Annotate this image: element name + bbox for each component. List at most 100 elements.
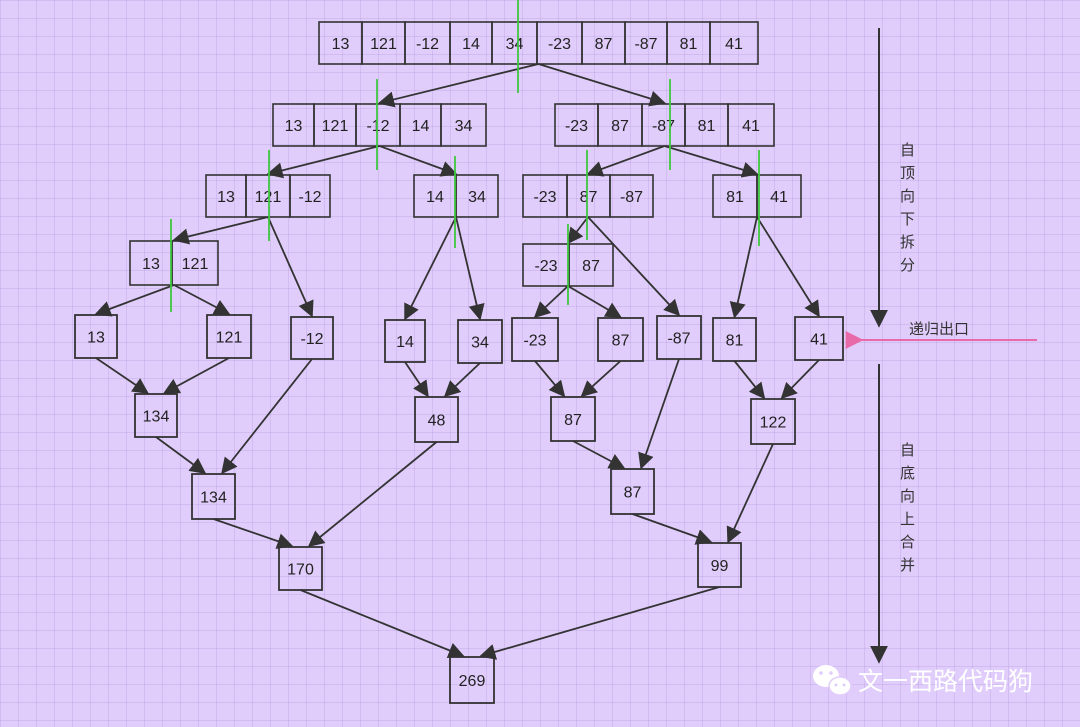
value-label: 13 <box>87 330 105 347</box>
value-label: -87 <box>652 118 675 135</box>
leaf-node: 41 <box>794 316 844 361</box>
edge-arrow <box>162 357 230 394</box>
edge-arrow <box>213 518 294 549</box>
value-label: 13 <box>142 256 160 273</box>
value-label: 34 <box>471 335 489 352</box>
leaf-node-box <box>656 315 702 360</box>
merge-node-box <box>610 468 655 515</box>
merge-node: 87 <box>610 468 655 515</box>
edge-arrow <box>300 589 465 659</box>
value-label: -23 <box>523 333 546 350</box>
value-label: 87 <box>611 118 629 135</box>
edge-arrow <box>221 358 313 475</box>
leaf-node-box <box>712 317 757 362</box>
array-cell <box>609 174 654 218</box>
value-label: 87 <box>582 258 600 275</box>
leaf-node: 87 <box>597 317 644 362</box>
array-node: -23 87 -87 <box>522 174 654 218</box>
merge-node-box <box>414 396 459 443</box>
value-label: 41 <box>725 36 743 53</box>
merge-node: 134 <box>134 393 178 438</box>
leaf-node: -23 <box>511 317 559 362</box>
edge-arrow <box>533 285 569 319</box>
edge-arrow <box>307 441 438 548</box>
edge-arrow <box>443 362 481 398</box>
leaf-node-box <box>457 319 503 364</box>
top-down-label: 自顶向下拆分 <box>900 141 915 274</box>
edge-arrow <box>632 513 713 545</box>
value-label: -12 <box>366 118 389 135</box>
leaf-node-box <box>290 316 334 360</box>
leaf-node-box <box>206 314 252 359</box>
edge-arrow <box>586 145 665 177</box>
wechat-icon <box>813 665 852 696</box>
leaf-node-box <box>511 317 559 362</box>
edge-arrow <box>455 216 485 321</box>
array-node: 13 121 <box>129 240 219 286</box>
edge-arrow <box>664 145 759 178</box>
array-cell <box>455 174 499 218</box>
merge-node: 48 <box>414 396 459 443</box>
leaf-node: 14 <box>384 319 426 363</box>
array-cell <box>727 103 775 147</box>
array-cell <box>568 243 614 287</box>
merge-node-box <box>550 396 596 442</box>
merge-node: 122 <box>750 398 796 445</box>
value-label: -12 <box>298 189 321 206</box>
side-annotations: 自顶向下拆分 递归出口 自底向上合并 <box>845 28 1037 664</box>
value-label: -23 <box>548 36 571 53</box>
value-label: 122 <box>760 415 787 432</box>
leaf-node: -12 <box>290 316 334 360</box>
merge-node: 87 <box>550 396 596 442</box>
edge-arrow <box>572 440 626 469</box>
value-label: 121 <box>322 118 349 135</box>
edge-arrow <box>379 145 458 177</box>
value-label: -87 <box>634 36 657 53</box>
value-label: -23 <box>565 118 588 135</box>
leaf-node-box <box>74 314 118 359</box>
value-label: -87 <box>620 189 643 206</box>
edge-arrow <box>479 586 720 660</box>
value-label: 121 <box>255 189 282 206</box>
value-label: 41 <box>770 189 788 206</box>
leaf-node-box <box>597 317 644 362</box>
array-cell <box>171 240 219 286</box>
value-label: -23 <box>533 189 556 206</box>
leaf-node: 13 <box>74 314 118 359</box>
merge-node: 269 <box>449 656 495 704</box>
leaf-node: 34 <box>457 319 503 364</box>
edge-arrow <box>94 284 175 317</box>
value-label: 34 <box>468 189 486 206</box>
split-lines-layer <box>170 0 760 312</box>
value-label: 48 <box>428 413 446 430</box>
leaf-node: 121 <box>206 314 252 359</box>
leaf-node-box <box>794 316 844 361</box>
value-label: 87 <box>580 189 598 206</box>
edge-arrow <box>567 216 589 245</box>
edge-arrow <box>172 216 269 245</box>
edge-arrow <box>95 357 149 394</box>
edge-arrow <box>580 360 622 398</box>
array-node: 14 34 <box>413 174 499 218</box>
watermark: 文一西路代码狗 <box>813 665 1033 696</box>
value-label: 87 <box>595 36 613 53</box>
value-label: -23 <box>534 258 557 275</box>
value-label: 81 <box>698 118 716 135</box>
value-label: 14 <box>426 189 444 206</box>
edge-arrow <box>266 145 380 179</box>
value-label: 121 <box>182 256 209 273</box>
array-node: 81 41 <box>712 174 802 218</box>
value-label: -87 <box>667 331 690 348</box>
value-label: 13 <box>332 36 350 53</box>
merge-node: 134 <box>191 473 236 520</box>
nodes-layer: 13 121 -12 14 34 -23 87 -87 81 41 13 121 -12 14 34 -23 8… <box>74 21 844 704</box>
value-label: 81 <box>726 189 744 206</box>
array-cell <box>440 103 487 147</box>
edge-arrow <box>726 443 774 544</box>
edge-arrow <box>377 63 539 108</box>
